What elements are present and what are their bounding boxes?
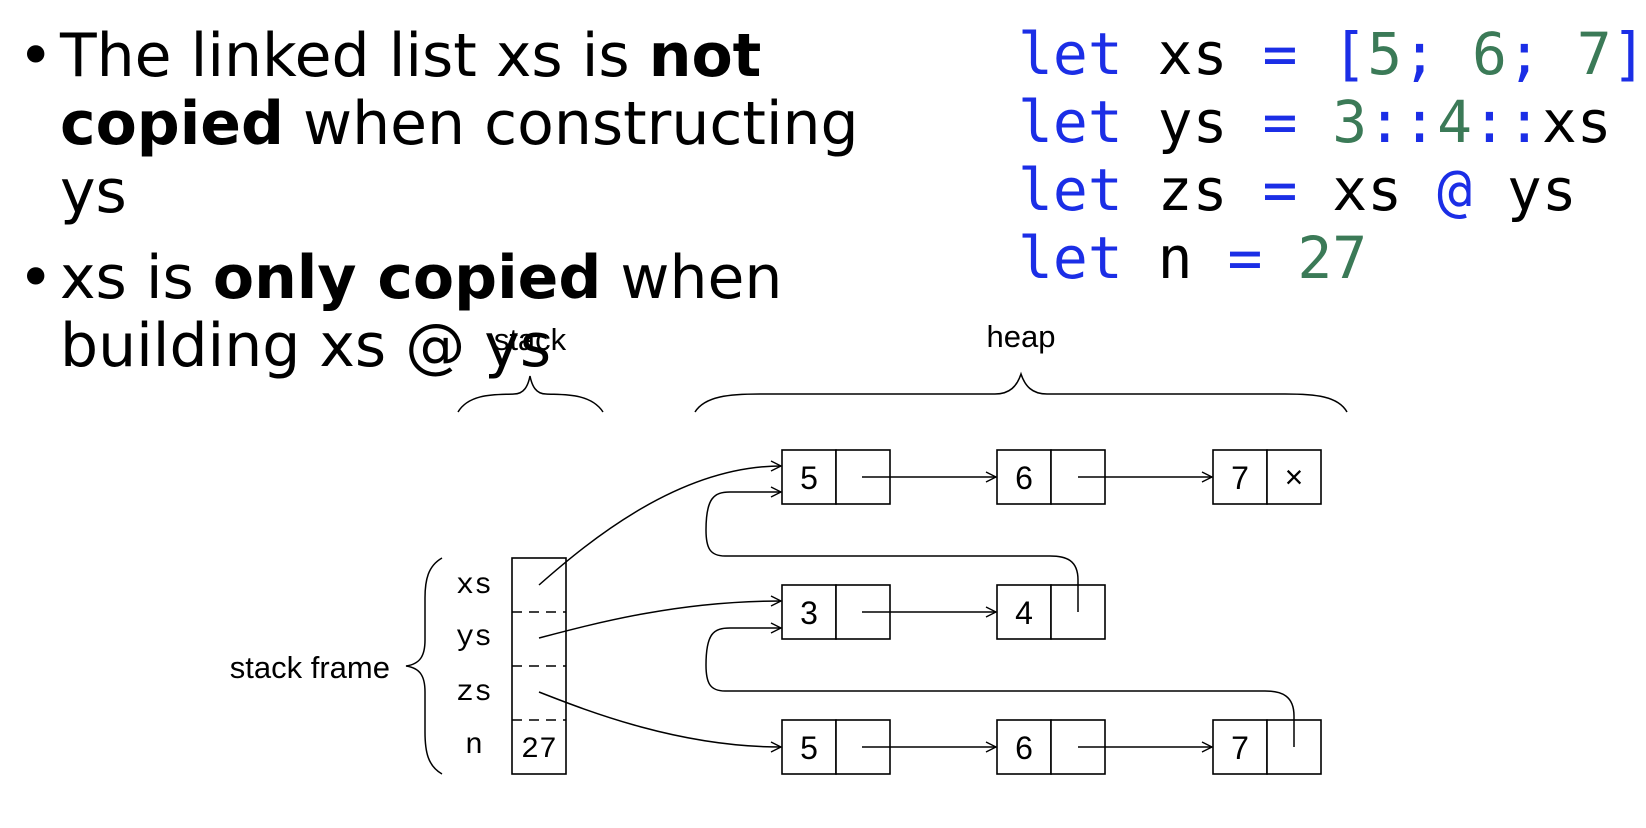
code-token: = bbox=[1262, 156, 1298, 224]
var-label-n: n bbox=[465, 729, 483, 763]
code-token: xs bbox=[1541, 88, 1612, 156]
code-token: ys bbox=[1471, 156, 1577, 224]
ys-pointer-arrow bbox=[538, 601, 781, 639]
code-token: 4 bbox=[1437, 88, 1472, 156]
code-token: [ bbox=[1332, 20, 1368, 88]
code-token: xs bbox=[1297, 156, 1438, 224]
code-line: let ys = 3::4::xs bbox=[1018, 88, 1646, 156]
cell-value: 5 bbox=[800, 460, 818, 496]
cell-value: 7 bbox=[1231, 730, 1249, 766]
zs-pointer-arrow bbox=[538, 691, 781, 747]
shared-tail-arrow bbox=[705, 628, 1295, 747]
code-token: 27 bbox=[1297, 224, 1368, 292]
code-token: zs bbox=[1122, 156, 1263, 224]
stack-frame-brace bbox=[405, 557, 443, 775]
code-line: let xs = [5; 6; 7] bbox=[1018, 20, 1646, 88]
cons-head-cell bbox=[996, 449, 1052, 505]
code-token: xs bbox=[1122, 20, 1263, 88]
code-token: @ bbox=[1437, 156, 1472, 224]
nil-symbol: × bbox=[1285, 459, 1304, 495]
n-value: 27 bbox=[521, 733, 557, 767]
code-token: = bbox=[1262, 20, 1298, 88]
cell-value: 3 bbox=[800, 595, 818, 631]
cons-head-cell bbox=[996, 719, 1052, 775]
code-line: let zs = xs @ ys bbox=[1018, 156, 1646, 224]
code-token: let bbox=[1018, 224, 1123, 292]
code-token: :: bbox=[1367, 88, 1438, 156]
var-label-ys: ys bbox=[456, 621, 492, 655]
heap-label: heap bbox=[987, 319, 1056, 354]
bullet-item: The linked list xs is not copied when co… bbox=[18, 22, 938, 226]
cons-head-cell bbox=[781, 584, 837, 640]
shared-tail-arrow bbox=[705, 492, 1079, 612]
cell-value: 5 bbox=[800, 730, 818, 766]
code-token: let bbox=[1018, 20, 1123, 88]
cell-value: 6 bbox=[1015, 730, 1033, 766]
var-label-xs: xs bbox=[456, 569, 492, 603]
code-token: :: bbox=[1471, 88, 1542, 156]
code-token: n bbox=[1122, 224, 1228, 292]
cons-tail-cell bbox=[1266, 449, 1322, 505]
stack-brace bbox=[457, 375, 604, 413]
stack-label: stack bbox=[494, 322, 567, 357]
cell-value: 4 bbox=[1015, 595, 1033, 631]
code-token: let bbox=[1018, 156, 1123, 224]
code-token: 5 bbox=[1367, 20, 1403, 88]
cell-value: 6 bbox=[1015, 460, 1033, 496]
bullet-item: xs is only copied when building xs @ ys bbox=[18, 244, 938, 380]
code-token: ; bbox=[1402, 20, 1438, 88]
code-token: 6 bbox=[1471, 20, 1507, 88]
xs-pointer-arrow bbox=[538, 466, 781, 586]
cons-head-cell bbox=[1212, 449, 1268, 505]
code-token: 3 bbox=[1332, 88, 1368, 156]
code-token: = bbox=[1262, 88, 1298, 156]
stack-frame-label: stack frame bbox=[230, 650, 390, 685]
cons-head-cell bbox=[781, 719, 837, 775]
code-token: let bbox=[1018, 88, 1123, 156]
code-line: let n = 27 bbox=[1018, 224, 1646, 292]
code-token: ; bbox=[1506, 20, 1542, 88]
heap-brace bbox=[694, 371, 1348, 413]
code-token: ys bbox=[1122, 88, 1263, 156]
code-token: 7 bbox=[1576, 20, 1612, 88]
code-token: = bbox=[1227, 224, 1263, 292]
code-token: ] bbox=[1611, 20, 1646, 88]
bullet-list: The linked list xs is not copied when co… bbox=[18, 22, 938, 398]
cell-value: 7 bbox=[1231, 460, 1249, 496]
var-label-zs: zs bbox=[456, 676, 492, 710]
